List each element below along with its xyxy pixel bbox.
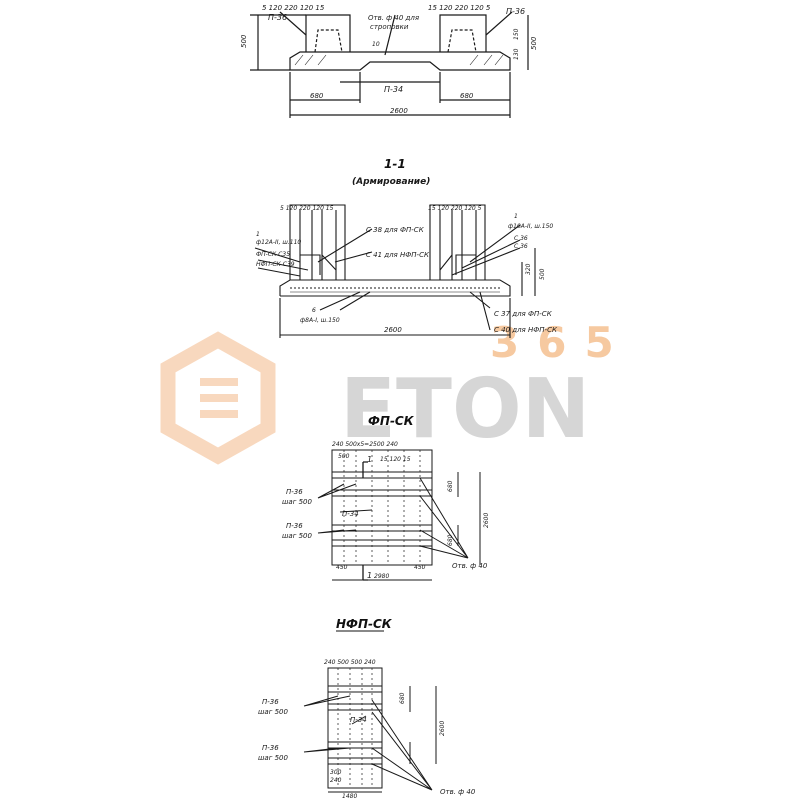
right-mark-1: 1 <box>514 213 518 220</box>
section-labels: 5 120 220 120 15 15 120 220 120 5 С 38 д… <box>256 205 558 334</box>
c40-label: С 40 для НФП-СК <box>494 326 558 334</box>
fp-p34: П-34 <box>342 510 359 518</box>
plan-nfp-title: НФП-СК <box>336 617 393 631</box>
top-dims-right: 15 120 220 120 5 <box>428 4 491 12</box>
nfp-step-a: шаг 500 <box>258 708 289 716</box>
fp-dim-680b: 680 <box>447 534 454 546</box>
nfp-hole-label: Отв. ф 40 <box>440 788 476 796</box>
nfp-dim-2600: 2600 <box>439 721 446 736</box>
nfp-p36-a: П-36 <box>262 698 279 706</box>
watermark-logo-icon <box>160 331 276 465</box>
nfp-p36-b: П-36 <box>262 744 279 752</box>
section-left-rib <box>289 204 346 280</box>
section-drawing <box>254 204 536 338</box>
p36-right-label: П-36 <box>506 7 525 16</box>
bottom-mark-1: 6 <box>312 307 316 314</box>
fp-dim-450-left: 450 <box>336 564 348 571</box>
sec-top-dims-left: 5 120 220 120 15 <box>280 205 334 212</box>
left-mark-3: ФП-СК С35 <box>256 251 290 258</box>
section-slab <box>279 279 511 297</box>
p34-label: П-34 <box>384 85 403 94</box>
hole-label: Отв. ф 40 для <box>368 14 419 22</box>
left-rib-inner <box>314 29 343 53</box>
bottom-mark-2: ф8A-I, ш.150 <box>300 317 340 324</box>
fp-section-mark-bottom: 1 <box>367 571 372 580</box>
section-1-1-title: 1-1 (Армирование) <box>352 157 430 187</box>
right-mark-4: С 36 <box>514 243 528 250</box>
right-rib <box>439 14 487 52</box>
dim-10: 10 <box>372 41 380 48</box>
dim-h500-left: 500 <box>240 34 248 48</box>
watermark-number: 365 <box>490 318 632 367</box>
slab-hatch <box>294 54 504 66</box>
fp-dim-500: 500 <box>338 453 350 460</box>
watermark: ETON 365 <box>160 318 632 465</box>
top-dims-left: 5 120 220 120 15 <box>262 4 325 12</box>
fp-section-mark-1: 1 <box>367 455 372 464</box>
fp-dim-680: 680 <box>447 480 454 492</box>
dim-680-right: 680 <box>460 92 474 100</box>
left-mark-4: НФП-СК С39 <box>256 261 295 268</box>
plan-nfp-labels: 240 500 500 240 П-36 шаг 500 П-36 шаг 50… <box>258 659 476 800</box>
fp-dim-2600: 2600 <box>483 513 490 528</box>
dim-2600: 2600 <box>390 107 408 115</box>
fp-dim-2980: 2980 <box>374 573 389 580</box>
c41-label: С 41 для НФП-СК <box>366 251 430 259</box>
nfp-dim-240: 240 <box>330 777 342 784</box>
left-mark-1: 1 <box>256 231 260 238</box>
c37-label: С 37 для ФП-СК <box>494 310 553 318</box>
fp-hole-label: Отв. ф 40 <box>452 562 488 570</box>
c38-label: С 38 для ФП-СК <box>366 226 425 234</box>
fp-small-dims: 15 120 15 <box>380 456 411 463</box>
sec-top-dims-right: 15 120 220 120 5 <box>428 205 482 212</box>
fp-p36-b: П-36 <box>286 522 303 530</box>
right-rib-inner <box>447 29 477 53</box>
top-view-labels: 5 120 220 120 15 15 120 220 120 5 П-36 П… <box>240 4 538 115</box>
right-mark-2: ф10А-II, ш.150 <box>508 223 553 230</box>
dim-150: 150 <box>513 28 520 40</box>
sec-dim-320: 320 <box>525 263 532 275</box>
sec-dim-2600: 2600 <box>384 326 402 334</box>
section-subtitle: (Армирование) <box>352 177 430 187</box>
nfp-p34: П-34 <box>350 716 367 724</box>
p36-left-label: П-36 <box>268 13 287 22</box>
right-mark-3: С 36 <box>514 235 528 242</box>
fp-top-dims: 240 500х5=2500 240 <box>332 441 398 448</box>
sec-dim-500: 500 <box>539 268 546 280</box>
plan-fp-title: ФП-СК <box>368 414 415 428</box>
fp-step-b: шаг 500 <box>282 532 313 540</box>
nfp-dim-300: 300 <box>330 769 342 776</box>
fp-step-a: шаг 500 <box>282 498 313 506</box>
plan-fp-labels: 240 500х5=2500 240 500 1 15 120 15 П-36 … <box>282 441 490 580</box>
left-mark-2: ф12А-II, ш.110 <box>256 239 301 246</box>
section-right-rib <box>429 204 486 280</box>
dim-680-left: 680 <box>310 92 324 100</box>
nfp-top-dims: 240 500 500 240 <box>324 659 376 666</box>
dim-h500-right: 500 <box>530 36 538 50</box>
slab-outline <box>289 51 511 71</box>
nfp-step-b: шаг 500 <box>258 754 289 762</box>
plan-nfp-drawing <box>303 667 437 793</box>
hole-label-2: строповки <box>370 23 409 31</box>
fp-dim-450-right: 450 <box>414 564 426 571</box>
dim-130: 130 <box>513 48 520 60</box>
nfp-dim-680: 680 <box>399 692 406 704</box>
watermark-brand: ETON <box>340 362 590 457</box>
top-view <box>250 11 529 118</box>
section-title: 1-1 <box>384 157 406 171</box>
fp-p36-a: П-36 <box>286 488 303 496</box>
left-rib <box>305 14 351 52</box>
plan-fp-drawing <box>317 449 481 581</box>
nfp-dim-1480: 1480 <box>342 793 357 800</box>
